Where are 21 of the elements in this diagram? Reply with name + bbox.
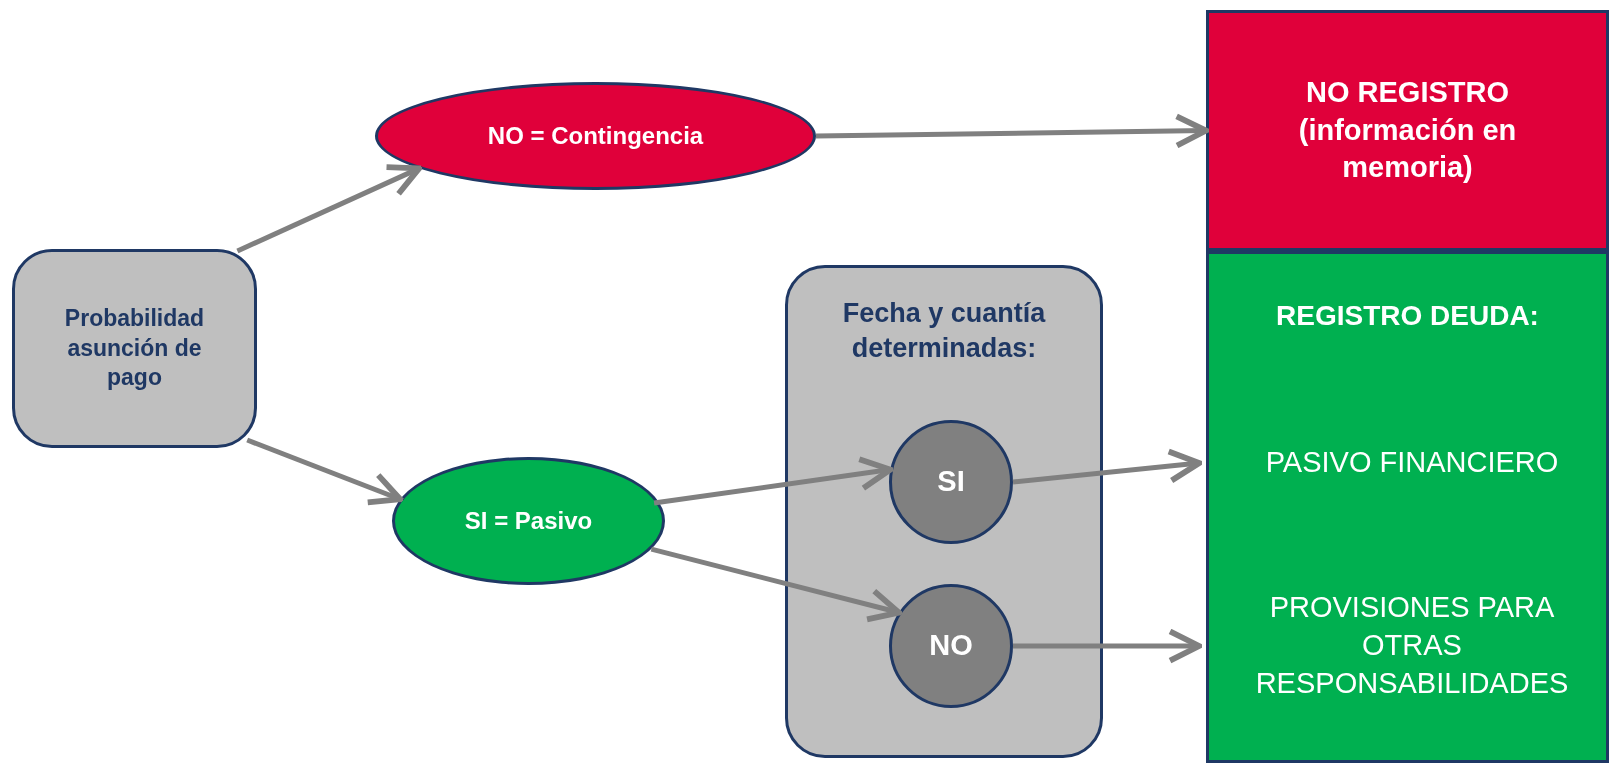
node-label: Fecha y cuantía determinadas: [841, 297, 1047, 366]
arrow [653, 456, 894, 506]
arrow [1012, 448, 1203, 485]
arrow [815, 113, 1209, 149]
outcome-box [1206, 10, 1609, 251]
outcome-box [1206, 251, 1609, 763]
arrow [650, 546, 902, 623]
result-label: PASIVO FINANCIERO [1265, 445, 1559, 481]
arrow [1013, 628, 1203, 664]
process-box [12, 249, 257, 448]
result-label: PROVISIONES PARA OTRAS RESPONSABILIDADES [1254, 590, 1570, 701]
node-label: Probabilidad asunción de pago [63, 303, 206, 393]
arrow [236, 164, 422, 254]
node-label: NO REGISTRO (información en memoria) [1297, 74, 1518, 186]
node-label: NO = Contingencia [487, 121, 704, 152]
arrow [246, 437, 404, 506]
node-label: SI [937, 464, 965, 500]
node-label: REGISTRO DEUDA: [1276, 299, 1539, 333]
node-label: NO [929, 628, 973, 664]
node-label: SI = Pasivo [464, 506, 593, 537]
group-box [785, 265, 1103, 758]
